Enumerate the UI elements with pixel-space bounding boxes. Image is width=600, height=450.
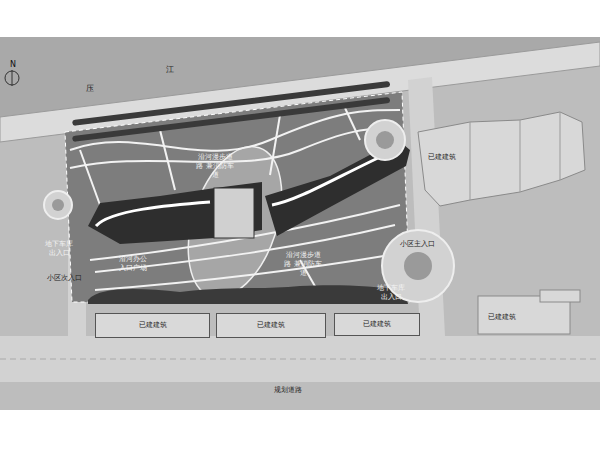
existing-building: 已建建筑 — [216, 313, 326, 338]
map-label: 江 — [164, 65, 176, 75]
map-label: 沿河漫步道路 兼消防车道 — [195, 153, 235, 179]
existing-building: 已建建筑 — [334, 313, 420, 336]
building-label: 已建建筑 — [257, 321, 285, 330]
existing-building: 已建建筑 — [482, 310, 522, 324]
map-label: 地下车库 出入口 — [376, 284, 406, 302]
map-label: 压 — [84, 84, 96, 94]
existing-building: 已建建筑 — [95, 313, 210, 338]
building-label: 已建建筑 — [428, 153, 456, 162]
map-label: 规划道路 — [268, 386, 308, 395]
existing-building: 已建建筑 — [420, 150, 464, 164]
building-label: 已建建筑 — [139, 321, 167, 330]
map-label: 小区主入口 — [397, 240, 437, 249]
map-label: 小区次入口 — [44, 274, 84, 283]
building-label: 已建建筑 — [488, 313, 516, 322]
map-label: N — [8, 60, 18, 70]
map-label: 地下车库 出入口 — [44, 240, 74, 258]
building-label: 已建建筑 — [363, 320, 391, 329]
map-label: 沿河办公 入口广场 — [118, 255, 148, 273]
map-label: 沿河漫步道路 兼消防车道 — [283, 251, 323, 277]
